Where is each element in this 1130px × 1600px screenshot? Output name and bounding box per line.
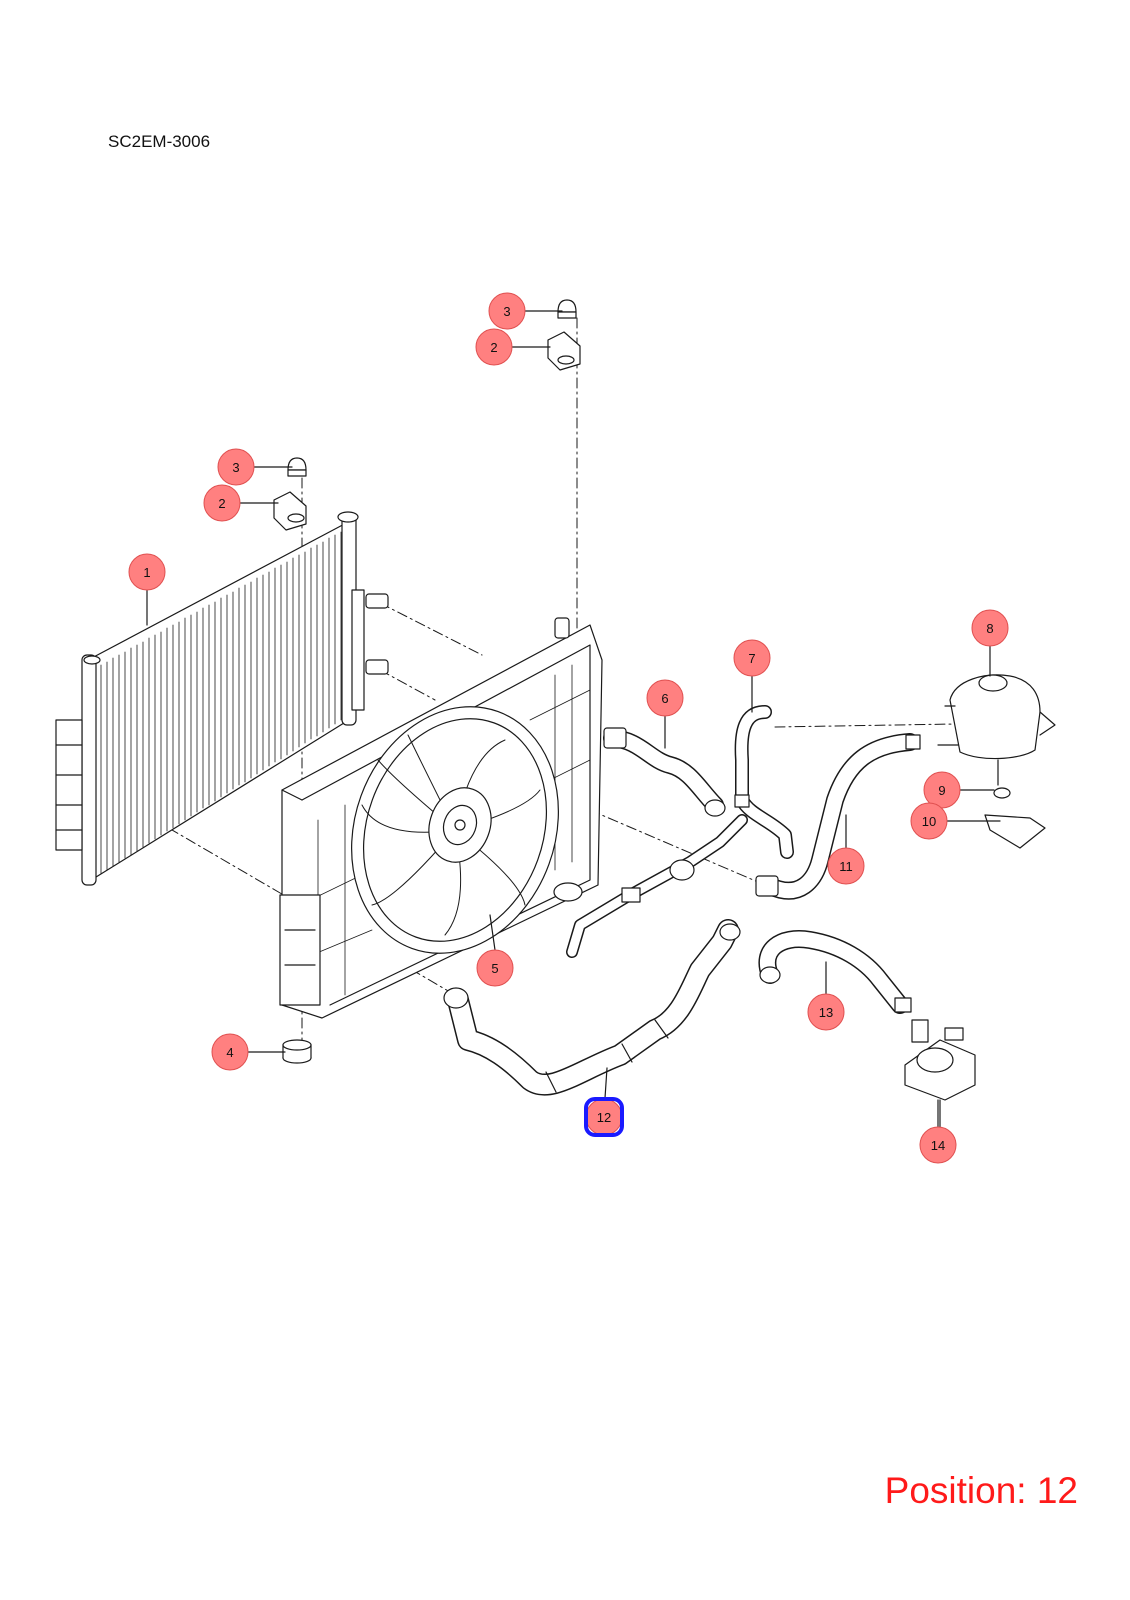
condenser-part-1 <box>55 511 365 886</box>
callout-2-upper-left[interactable]: 2 <box>203 484 241 522</box>
svg-text:6: 6 <box>661 691 668 706</box>
position-indicator: Position: 12 <box>884 1470 1078 1511</box>
hose-part-7 <box>566 705 794 958</box>
svg-text:10: 10 <box>922 814 936 829</box>
lower-bushing-part-4 <box>282 1039 312 1064</box>
svg-text:7: 7 <box>748 651 755 666</box>
leader-lines <box>146 310 1001 1128</box>
callout-9[interactable]: 9 <box>923 771 961 809</box>
svg-text:9: 9 <box>938 783 945 798</box>
callout-7[interactable]: 7 <box>733 639 771 677</box>
selected-highlight-ring <box>584 1097 624 1137</box>
callout-5[interactable]: 5 <box>476 949 514 987</box>
svg-text:1: 1 <box>143 565 150 580</box>
callout-8[interactable]: 8 <box>971 609 1009 647</box>
callout-10[interactable]: 10 <box>910 802 948 840</box>
hose-part-6 <box>603 727 726 817</box>
callout-2-upper-right[interactable]: 2 <box>475 328 513 366</box>
condenser-bushings <box>365 593 389 675</box>
callout-1[interactable]: 1 <box>128 553 166 591</box>
callout-13[interactable]: 13 <box>807 993 845 1031</box>
tank-mount-parts-9-10 <box>984 787 1046 849</box>
callout-3-upper-right[interactable]: 3 <box>488 292 526 330</box>
upper-mount-left <box>273 457 307 531</box>
callouts: 3 2 3 2 1 4 5 6 <box>128 292 1009 1164</box>
svg-text:2: 2 <box>218 496 225 511</box>
svg-text:14: 14 <box>931 1138 945 1153</box>
water-pump-part-14 <box>904 1019 976 1131</box>
svg-text:5: 5 <box>491 961 498 976</box>
svg-text:3: 3 <box>503 304 510 319</box>
svg-text:2: 2 <box>490 340 497 355</box>
svg-text:3: 3 <box>232 460 239 475</box>
upper-mount-right <box>547 299 581 371</box>
diagram-code: SC2EM-3006 <box>108 132 211 151</box>
svg-text:13: 13 <box>819 1005 833 1020</box>
fan-shroud-part-5 <box>279 617 603 1019</box>
callout-6[interactable]: 6 <box>646 679 684 717</box>
callout-12-selected[interactable]: 12 <box>584 1097 624 1137</box>
svg-text:4: 4 <box>226 1045 233 1060</box>
hose-part-11 <box>755 733 921 900</box>
svg-text:8: 8 <box>986 621 993 636</box>
svg-text:11: 11 <box>839 859 853 874</box>
hose-part-13 <box>758 930 912 1014</box>
expansion-tank-part-8 <box>937 674 1056 786</box>
hose-part-12 <box>443 919 741 1096</box>
callout-4[interactable]: 4 <box>211 1033 249 1071</box>
callout-3-upper-left[interactable]: 3 <box>217 448 255 486</box>
callout-11[interactable]: 11 <box>827 847 865 885</box>
callout-14[interactable]: 14 <box>919 1126 957 1164</box>
svg-text:12: 12 <box>597 1110 611 1125</box>
